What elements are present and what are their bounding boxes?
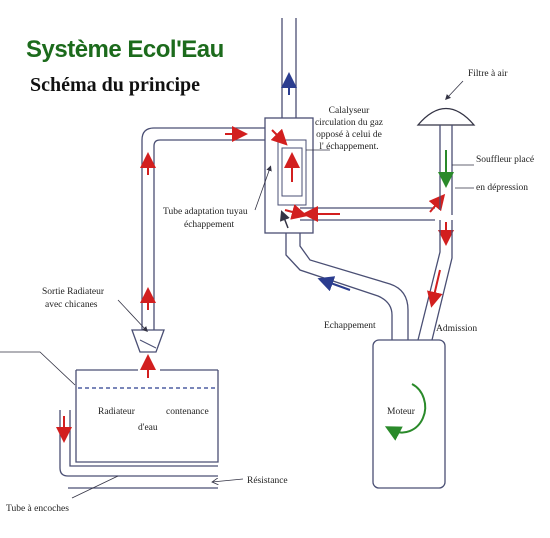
label-souffleur: Souffleur placé en dépression	[476, 154, 534, 193]
radiator-return-pipe	[140, 126, 265, 330]
heating-tubes	[56, 410, 218, 489]
radiator-tank	[75, 354, 219, 463]
svg-text:en dépression: en dépression	[476, 183, 528, 193]
label-contenance: contenance	[166, 407, 209, 417]
svg-text:l' échappement.: l' échappement.	[319, 142, 378, 152]
label-filtre-air: Filtre à air	[468, 69, 508, 79]
label-admission: Admission	[436, 324, 477, 334]
air-filter	[416, 108, 476, 246]
svg-text:échappement: échappement	[184, 220, 234, 230]
svg-text:opposé à celui de: opposé à celui de	[316, 130, 382, 140]
label-sortie-radiateur: Sortie Radiateur avec chicanes	[42, 287, 105, 310]
label-tube-adaptation: Tube adaptation tuyau échappement	[163, 207, 248, 230]
motor	[372, 339, 446, 489]
label-moteur: Moteur	[387, 407, 416, 417]
svg-text:avec chicanes: avec chicanes	[45, 300, 98, 310]
diagram-title: Système Ecol'Eau	[26, 36, 224, 63]
admission-pipe	[417, 220, 453, 341]
svg-text:Calalyseur: Calalyseur	[329, 106, 370, 116]
calalyseur-housing	[264, 117, 314, 234]
exhaust-stack	[281, 18, 297, 118]
sortie-radiateur-valve	[131, 329, 165, 353]
svg-text:Souffleur placé: Souffleur placé	[476, 154, 534, 165]
label-deau: d'eau	[138, 423, 158, 433]
label-calalyseur: Calalyseur circulation du gaz opposé à c…	[315, 106, 383, 152]
label-resistance: Résistance	[247, 476, 288, 486]
svg-text:Tube adaptation tuyau: Tube adaptation tuyau	[163, 207, 248, 217]
diagram-subtitle: Schéma du principe	[30, 74, 201, 96]
svg-text:Filtre à air: Filtre à air	[468, 69, 508, 79]
svg-text:circulation du gaz: circulation du gaz	[315, 118, 383, 128]
label-radiateur: Radiateur	[98, 407, 136, 417]
svg-text:Sortie Radiateur: Sortie Radiateur	[42, 287, 105, 297]
gas-feed-pipe	[300, 193, 446, 222]
exhaust-pipe	[285, 233, 409, 340]
label-tube-encoches: Tube à encoches	[6, 504, 69, 514]
label-echappement: Echappement	[324, 321, 376, 331]
